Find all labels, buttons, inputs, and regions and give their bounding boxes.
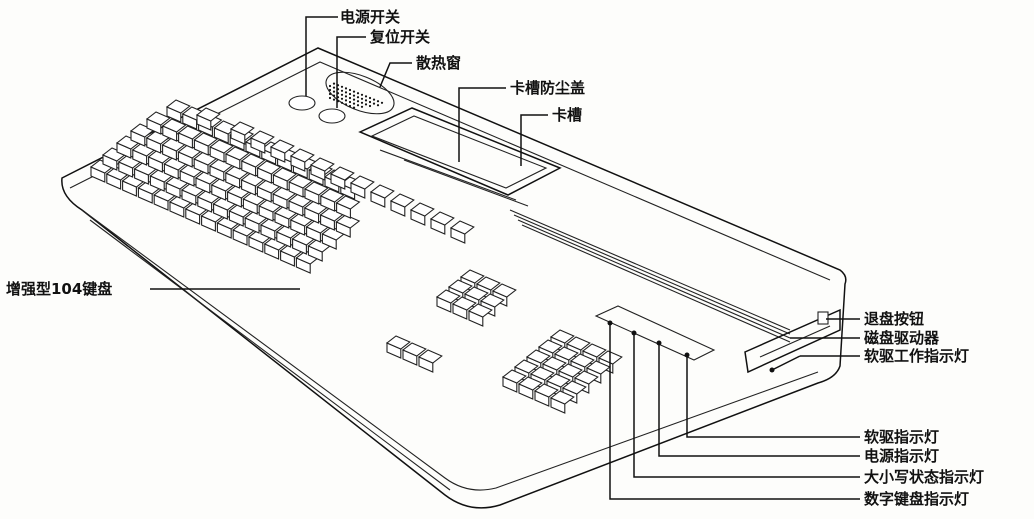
keycap bbox=[269, 139, 295, 163]
keycap bbox=[319, 207, 345, 231]
keycap bbox=[335, 195, 361, 219]
label-floppy-drive: 磁盘驱动器 bbox=[864, 329, 940, 347]
label-reset-switch: 复位开关 bbox=[369, 28, 430, 46]
keycap bbox=[409, 202, 435, 226]
keycap bbox=[287, 193, 313, 217]
keycap bbox=[385, 335, 411, 359]
label-power-led: 电源指示灯 bbox=[864, 447, 939, 465]
keycap bbox=[303, 181, 329, 205]
label-heat-vent: 散热窗 bbox=[416, 54, 461, 72]
leader-lines bbox=[150, 16, 860, 500]
keycap bbox=[272, 167, 298, 191]
label-caps-led: 大小写状态指示灯 bbox=[864, 468, 984, 486]
label-eject-button: 退盘按钮 bbox=[864, 310, 924, 328]
keycap bbox=[177, 125, 203, 149]
reset-switch[interactable] bbox=[318, 108, 346, 124]
keycap bbox=[147, 149, 173, 173]
keyboard-keys bbox=[89, 99, 623, 414]
keycap bbox=[289, 148, 315, 172]
keycap bbox=[321, 226, 347, 250]
keycap bbox=[417, 349, 443, 373]
keycap bbox=[335, 214, 361, 238]
keycap bbox=[184, 201, 210, 225]
keycap bbox=[256, 160, 282, 184]
keycap bbox=[329, 166, 355, 190]
keycap bbox=[288, 174, 314, 198]
keycap bbox=[240, 153, 266, 177]
keycap bbox=[244, 210, 270, 234]
keycap bbox=[131, 142, 157, 166]
floppy-drive bbox=[744, 308, 841, 374]
power-switch[interactable] bbox=[288, 95, 316, 111]
keycap bbox=[517, 376, 543, 400]
keycap bbox=[194, 170, 220, 194]
label-card-slot: 卡槽 bbox=[552, 106, 582, 124]
label-floppy-activity-led: 软驱工作指示灯 bbox=[864, 347, 969, 365]
keycap bbox=[180, 182, 206, 206]
card-slot-cover bbox=[358, 107, 562, 207]
keycap bbox=[153, 187, 179, 211]
keycap bbox=[165, 99, 191, 123]
keycap bbox=[193, 151, 219, 175]
keycap bbox=[401, 342, 427, 366]
keycap bbox=[561, 380, 587, 404]
label-numlock-led: 数字键盘指示灯 bbox=[864, 490, 969, 508]
heat-vent bbox=[325, 71, 395, 115]
keycap bbox=[258, 198, 284, 222]
keycap bbox=[145, 111, 171, 135]
keycap bbox=[224, 146, 250, 170]
label-floppy-led: 软驱指示灯 bbox=[864, 428, 939, 446]
keycap bbox=[435, 289, 461, 313]
keycap bbox=[229, 121, 255, 145]
keycap bbox=[319, 188, 345, 212]
keycap bbox=[272, 186, 298, 210]
grille-slots bbox=[509, 209, 791, 343]
keycap bbox=[309, 157, 335, 181]
keycap bbox=[200, 208, 226, 232]
keycap bbox=[307, 238, 333, 262]
control-panel bbox=[288, 71, 395, 124]
keycap bbox=[209, 139, 235, 163]
keycap bbox=[212, 196, 238, 220]
keycap bbox=[533, 383, 559, 407]
keycap bbox=[193, 132, 219, 156]
keycap bbox=[195, 107, 221, 131]
keycap bbox=[228, 203, 254, 227]
keycap bbox=[349, 175, 375, 199]
label-keyboard: 增强型104键盘 bbox=[6, 280, 112, 298]
keycap bbox=[279, 243, 305, 267]
keycap bbox=[196, 189, 222, 213]
keycap bbox=[249, 130, 275, 154]
label-power-switch: 电源开关 bbox=[340, 8, 400, 26]
keycap bbox=[449, 220, 475, 244]
keycap bbox=[291, 231, 317, 255]
keycap bbox=[101, 147, 127, 171]
led-panel bbox=[594, 305, 716, 361]
keycap bbox=[161, 118, 187, 142]
label-card-slot-cover: 卡槽防尘盖 bbox=[510, 79, 585, 97]
keycap bbox=[168, 194, 194, 218]
keycap bbox=[467, 303, 493, 327]
eject-button-shape[interactable] bbox=[817, 311, 829, 325]
keycap bbox=[451, 296, 477, 320]
keycap bbox=[369, 184, 395, 208]
keycap bbox=[501, 369, 527, 393]
keycap bbox=[216, 215, 242, 239]
keycap bbox=[389, 193, 415, 217]
keycap bbox=[275, 224, 301, 248]
keycap bbox=[549, 390, 575, 414]
keycap bbox=[145, 130, 171, 154]
keycap bbox=[429, 211, 455, 235]
